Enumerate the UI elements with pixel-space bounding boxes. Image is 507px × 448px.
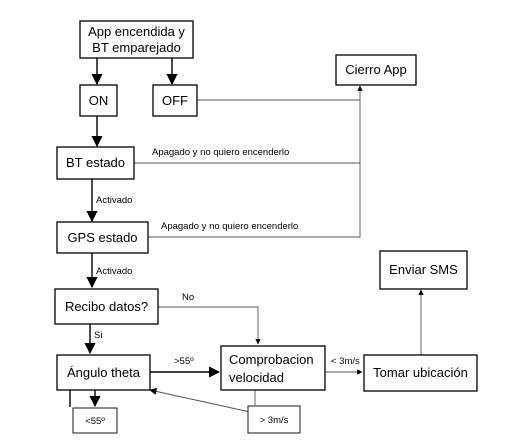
- node-mayor-3ms-label: > 3m/s: [260, 415, 289, 426]
- node-gps-estado: GPS estado: [56, 221, 149, 254]
- node-cierro-app-label: Cierro App: [345, 62, 406, 77]
- node-comprobacion-velocidad: Comprobacion velocidad: [220, 345, 326, 391]
- node-on: ON: [79, 84, 118, 117]
- node-mayor-3ms: > 3m/s: [247, 405, 301, 434]
- node-gps-estado-label: GPS estado: [67, 230, 137, 245]
- node-tomar-ubicacion: Tomar ubicación: [363, 354, 478, 392]
- node-menor-55-label: <55º: [85, 416, 105, 427]
- edge-off-to-cierre: [197, 85, 363, 101]
- node-menor-55: <55º: [72, 407, 118, 434]
- edge-recibo-no-to-comprobacion: [158, 306, 261, 345]
- node-comprobacion-line2: velocidad: [229, 370, 284, 385]
- node-tomar-ubicacion-label: Tomar ubicación: [373, 365, 468, 380]
- label-menor-3ms: < 3m/s: [331, 356, 360, 367]
- node-recibo-datos: Recibo datos?: [54, 288, 159, 325]
- edge-labels: Apagado y no quiero encenderlo Apagado y…: [94, 147, 360, 367]
- node-comprobacion-line1: Comprobacion: [229, 352, 314, 367]
- node-bt-estado: BT estado: [56, 146, 135, 180]
- node-enviar-sms: Enviar SMS: [379, 250, 468, 290]
- label-gps-activado: Activado: [96, 266, 132, 277]
- label-gps-apagado: Apagado y no quiero encenderlo: [161, 221, 298, 232]
- edge-gps-to-cierre: [148, 100, 361, 238]
- node-recibo-datos-label: Recibo datos?: [65, 299, 148, 314]
- node-app-encendida: App encendida y BT emparejado: [79, 20, 194, 59]
- label-si: Si: [94, 330, 102, 341]
- node-bt-estado-label: BT estado: [66, 155, 125, 170]
- edge-mayor3-to-angulo: [149, 387, 251, 413]
- node-app-encendida-line1: App encendida y: [88, 24, 185, 39]
- node-off: OFF: [152, 84, 198, 117]
- node-angulo-theta-label: Ángulo theta: [67, 365, 141, 380]
- node-on-label: ON: [89, 93, 109, 108]
- connectors: [69, 58, 424, 413]
- label-bt-activado: Activado: [96, 195, 132, 206]
- label-bt-apagado: Apagado y no quiero encenderlo: [152, 147, 289, 158]
- label-no: No: [182, 292, 194, 303]
- node-off-label: OFF: [162, 93, 188, 108]
- node-angulo-theta: Ángulo theta: [56, 354, 151, 391]
- node-app-encendida-line2: BT emparejado: [92, 40, 181, 55]
- node-enviar-sms-label: Enviar SMS: [389, 262, 458, 277]
- node-cierro-app: Cierro App: [335, 54, 417, 86]
- label-mayor-55: >55º: [174, 356, 194, 367]
